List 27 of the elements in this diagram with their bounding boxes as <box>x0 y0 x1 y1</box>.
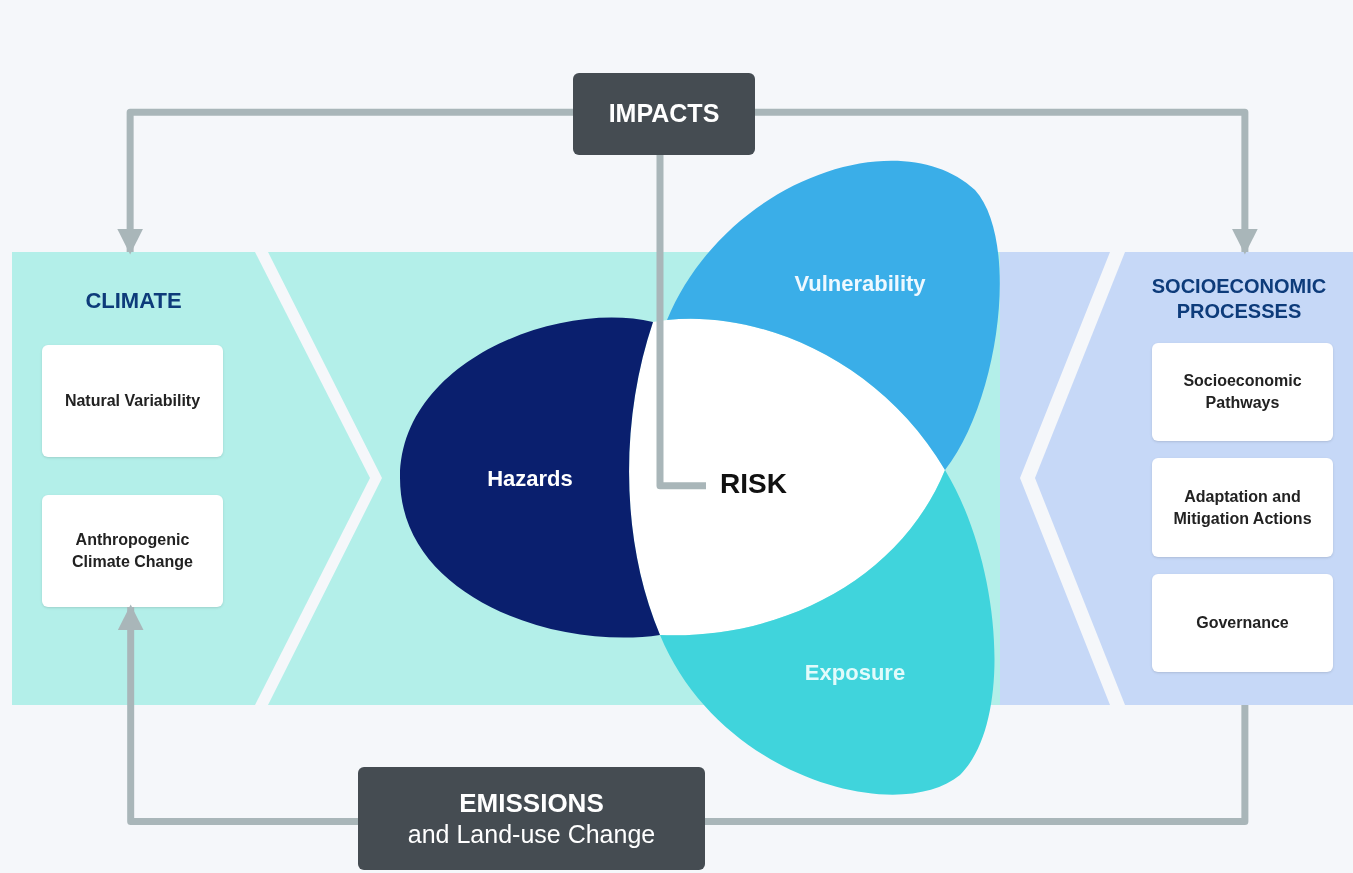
risk-label: RISK <box>706 466 798 502</box>
node-label: Adaptation and Mitigation Actions <box>1172 486 1313 529</box>
arrow <box>117 604 358 826</box>
node-label: Hazards <box>487 464 573 493</box>
process-box <box>1152 343 1333 441</box>
process-box <box>1152 574 1333 672</box>
box-subtitle: and Land-use Change <box>407 819 656 851</box>
node-label: SOCIOECONOMIC PROCESSES <box>1150 274 1328 324</box>
node-label: IMPACTS <box>608 98 720 130</box>
process-box <box>1152 458 1333 557</box>
node-label: CLIMATE <box>84 287 183 315</box>
process-box <box>358 767 705 870</box>
arrow <box>117 108 573 255</box>
node-label: Natural Variability <box>64 391 201 411</box>
node-label: Socioeconomic Pathways <box>1182 371 1303 413</box>
connector-line <box>705 705 1249 826</box>
chevron-panel <box>12 252 370 705</box>
arrow <box>755 108 1258 255</box>
connector-line <box>656 155 706 490</box>
box-heading: EMISSIONS <box>459 786 604 820</box>
process-box <box>42 495 223 607</box>
node-label: Anthropogenic Climate Change <box>71 530 194 572</box>
process-box <box>42 345 223 457</box>
node-label: Exposure <box>804 658 906 687</box>
process-box <box>573 73 755 155</box>
node-label: Governance <box>1196 613 1289 633</box>
node-label: Vulnerability <box>794 269 926 298</box>
